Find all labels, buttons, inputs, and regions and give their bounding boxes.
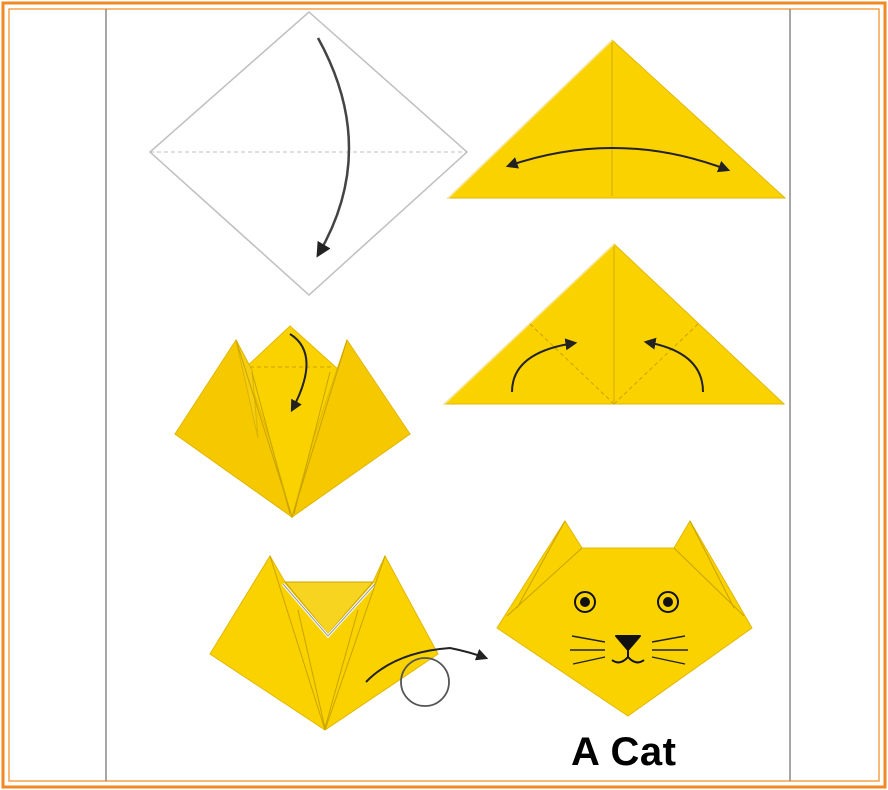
diagram-caption: A Cat (571, 728, 676, 776)
step-1-square (150, 12, 467, 295)
step-6-cat-face (497, 521, 752, 716)
step-4-ears (175, 326, 410, 517)
step-3-triangle-corners (444, 244, 784, 404)
step-5-flip (210, 556, 486, 730)
step-2-triangle (448, 40, 785, 198)
